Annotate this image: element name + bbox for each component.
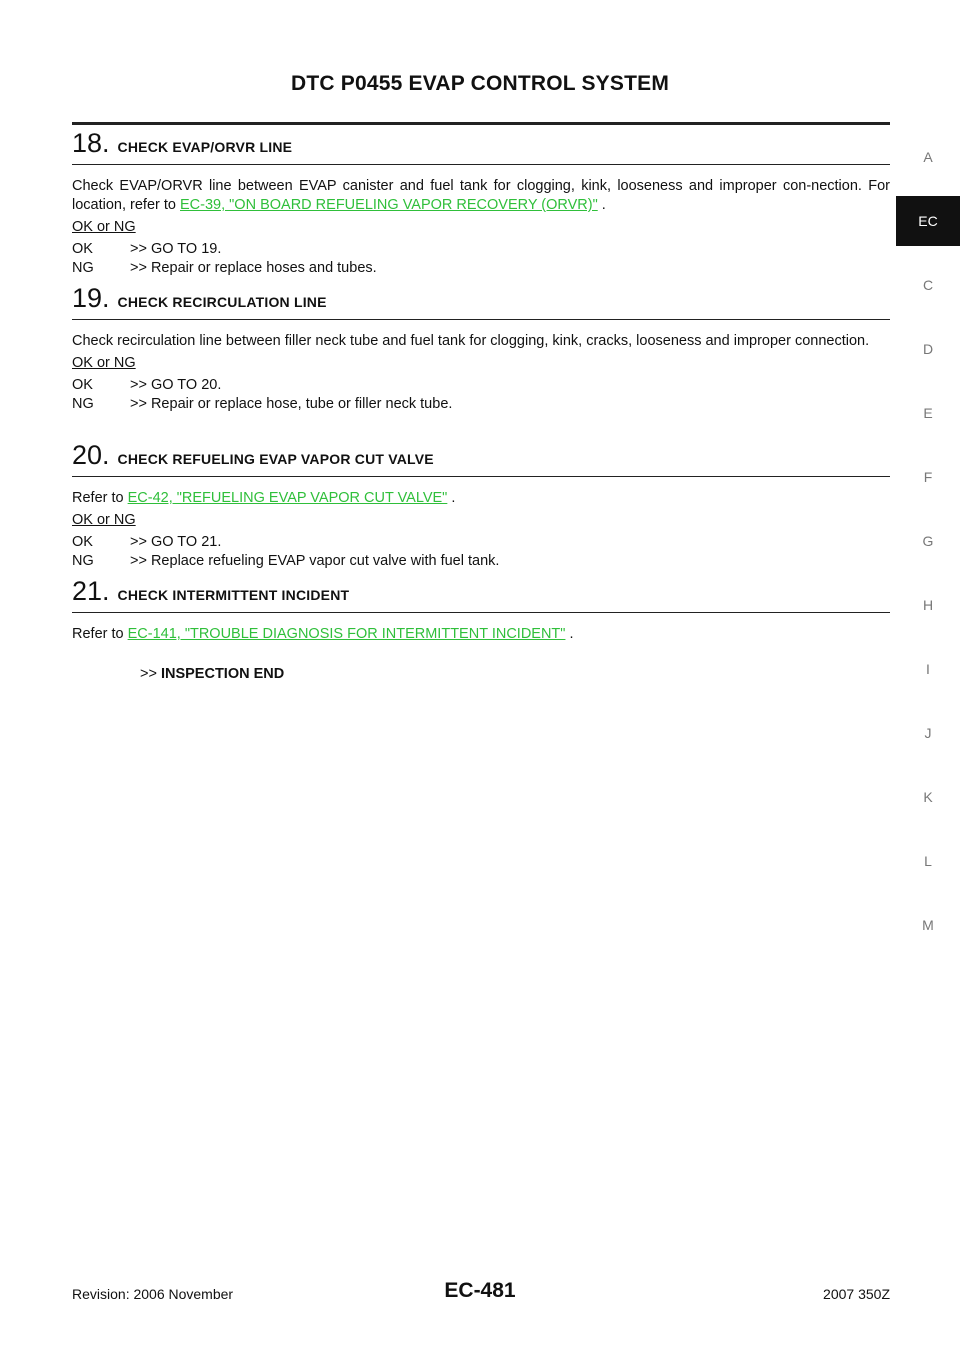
ok-or-ng-heading: OK or NG <box>72 355 136 371</box>
body-text-end: . <box>565 626 574 642</box>
step-number: 19. <box>72 283 110 313</box>
body-text: Refer to <box>72 626 128 642</box>
step-body: Refer to EC-141, "TROUBLE DIAGNOSIS FOR … <box>72 625 890 644</box>
step-18: 18. CHECK EVAP/ORVR LINE Check EVAP/ORVR… <box>72 128 890 278</box>
result-ng: NG >> Repair or replace hoses and tubes. <box>72 259 890 278</box>
ref-link-ec-39[interactable]: EC-39, "ON BOARD REFUELING VAPOR RECOVER… <box>180 197 598 213</box>
result-ok: OK >> GO TO 19. <box>72 240 890 259</box>
end-text: INSPECTION END <box>160 666 285 682</box>
ok-or-ng-heading: OK or NG <box>72 512 136 528</box>
result-key: NG <box>72 553 94 569</box>
title-rule <box>72 122 890 125</box>
tab-e[interactable]: E <box>923 405 933 421</box>
result-action: >> GO TO 21. <box>130 534 222 550</box>
step-title: CHECK INTERMITTENT INCIDENT <box>117 587 350 603</box>
result-key: OK <box>72 377 93 393</box>
inspection-end: >> INSPECTION END <box>140 666 284 682</box>
result-ng: NG >> Repair or replace hose, tube or fil… <box>72 395 890 414</box>
step-20: 20. CHECK REFUELING EVAP VAPOR CUT VALVE… <box>72 440 890 571</box>
tab-a[interactable]: A <box>923 149 933 165</box>
result-ok: OK >> GO TO 20. <box>72 376 890 395</box>
step-rule <box>72 164 890 165</box>
step-title: CHECK EVAP/ORVR LINE <box>117 139 293 155</box>
tab-ec[interactable]: EC <box>896 196 960 246</box>
body-text-end: . <box>447 490 456 506</box>
results: OK >> GO TO 21. NG >> Replace refueling EV… <box>72 533 890 571</box>
result-ng: NG >> Replace refueling EVAP vapor cut va… <box>72 552 890 571</box>
page-title: DTC P0455 EVAP CONTROL SYSTEM <box>290 72 670 95</box>
footer-model: 2007 350Z <box>823 1286 890 1302</box>
result-key: OK <box>72 241 93 257</box>
tab-g[interactable]: G <box>922 533 934 549</box>
result-key: NG <box>72 260 94 276</box>
result-action: >> GO TO 20. <box>130 377 222 393</box>
step-rule <box>72 612 890 613</box>
body-text-end: . <box>597 197 606 213</box>
results: OK >> GO TO 19. NG >> Repair or replace ho… <box>72 240 890 278</box>
end-arrow: >> <box>140 666 157 682</box>
tab-k[interactable]: K <box>923 789 933 805</box>
tab-l[interactable]: L <box>924 853 932 869</box>
step-number: 18. <box>72 128 110 158</box>
ref-link-ec-42[interactable]: EC-42, "REFUELING EVAP VAPOR CUT VALVE" <box>127 490 448 506</box>
result-key: OK <box>72 534 93 550</box>
step-title: CHECK RECIRCULATION LINE <box>117 294 327 310</box>
step-body: Check EVAP/ORVR line between EVAP canist… <box>72 177 890 215</box>
results: OK >> GO TO 20. NG >> Repair or replace ho… <box>72 376 890 414</box>
result-ok: OK >> GO TO 21. <box>72 533 890 552</box>
result-key: NG <box>72 396 94 412</box>
step-19: 19. CHECK RECIRCULATION LINE Check recir… <box>72 283 890 414</box>
result-action: >> Repair or replace hoses and tubes. <box>130 260 377 276</box>
result-action: >> Replace refueling EVAP vapor cut valv… <box>130 553 500 569</box>
body-text: Check EVAP/ORVR line between EVAP canist… <box>72 178 890 213</box>
step-number: 20. <box>72 440 110 470</box>
tab-i[interactable]: I <box>926 661 930 677</box>
footer-revision: Revision: 2006 November <box>72 1286 234 1302</box>
step-body: Check recirculation line between filler … <box>72 333 870 349</box>
tab-m[interactable]: M <box>922 917 934 933</box>
step-21: 21. CHECK INTERMITTENT INCIDENT Refer to… <box>72 576 890 644</box>
ref-link-ec-141[interactable]: EC-141, "TROUBLE DIAGNOSIS FOR INTERMITT… <box>127 626 566 642</box>
tab-f[interactable]: F <box>923 469 933 485</box>
tab-d[interactable]: D <box>922 341 934 357</box>
tab-h[interactable]: H <box>922 597 934 613</box>
result-action: >> GO TO 19. <box>130 241 222 257</box>
result-action: >> Repair or replace hose, tube or fille… <box>130 396 453 412</box>
tab-c[interactable]: C <box>922 277 934 293</box>
ok-or-ng-heading: OK or NG <box>72 219 136 235</box>
tab-j[interactable]: J <box>924 725 932 741</box>
step-body: Refer to EC-42, "REFUELING EVAP VAPOR CU… <box>72 489 890 508</box>
body-text: Refer to <box>72 490 128 506</box>
step-rule <box>72 476 890 477</box>
step-number: 21. <box>72 576 110 606</box>
step-title: CHECK REFUELING EVAP VAPOR CUT VALVE <box>117 451 434 467</box>
step-rule <box>72 319 890 320</box>
footer-page-number: EC-481 <box>444 1279 516 1302</box>
